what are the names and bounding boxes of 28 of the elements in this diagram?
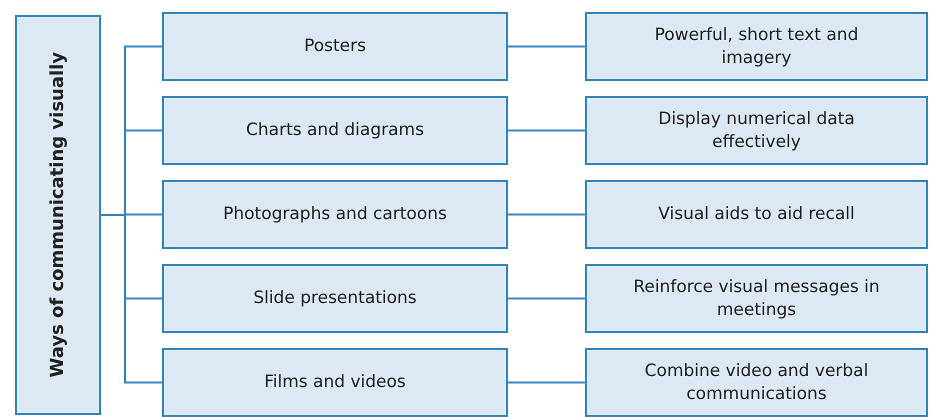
box-label: Reinforce visual messages in meetings xyxy=(632,276,881,321)
text-box xyxy=(162,180,508,249)
connector-line xyxy=(508,46,585,48)
text-box xyxy=(585,180,928,249)
box-label: Posters xyxy=(304,35,366,58)
box-label: Charts and diagrams xyxy=(246,119,424,142)
heading-label: Ways of communicating visually xyxy=(46,52,70,378)
box-label: Powerful, short text and imagery xyxy=(654,24,860,69)
box-label: Films and videos xyxy=(264,371,406,394)
text-box xyxy=(585,348,928,417)
box-label: Display numerical data effectively xyxy=(657,108,856,153)
box-label: Slide presentations xyxy=(253,287,417,310)
text-box xyxy=(585,96,928,165)
category-box xyxy=(15,15,101,415)
text-box xyxy=(162,348,508,417)
connector-line xyxy=(101,214,162,384)
text-box xyxy=(585,264,928,333)
connector-line xyxy=(508,382,585,384)
connector-line xyxy=(508,298,585,300)
box-label: Photographs and cartoons xyxy=(223,203,447,226)
connector-line xyxy=(508,214,585,216)
box-label: Combine video and verbal communications xyxy=(644,360,870,405)
text-box xyxy=(162,96,508,165)
text-box xyxy=(162,12,508,81)
connector-line xyxy=(508,130,585,132)
text-box xyxy=(162,264,508,333)
text-box xyxy=(585,12,928,81)
box-label: Visual aids to aid recall xyxy=(658,203,855,226)
